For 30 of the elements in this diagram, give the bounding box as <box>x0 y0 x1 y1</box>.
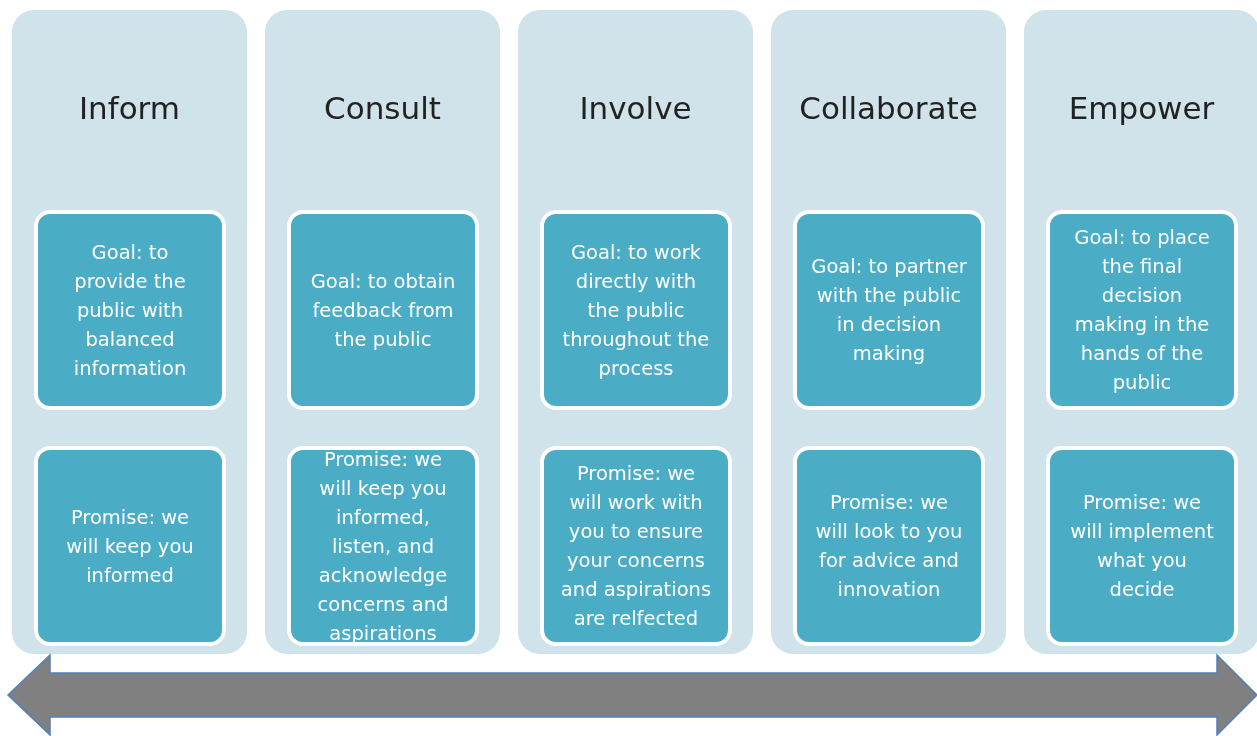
box-text: Promise: we will keep you informed, listen, and acknowledge concerns and aspirations <box>316 446 450 647</box>
column-panel <box>771 10 1006 654</box>
box-text: Goal: to work directly with the public throughout the process <box>561 239 711 382</box>
goal-box <box>287 210 479 410</box>
column-heading: Empower <box>1067 90 1216 126</box>
box-text: Promise: we will keep you informed <box>65 504 195 589</box>
column-heading: Inform <box>77 90 182 126</box>
goal-box <box>34 210 226 410</box>
column-panel <box>1024 10 1257 654</box>
goal-box <box>540 210 732 410</box>
box-text: Promise: we will work with you to ensure your concerns and aspirations are relfected <box>559 461 713 632</box>
promise-box <box>34 446 226 646</box>
column-panel <box>518 10 753 654</box>
column-heading: Collaborate <box>798 90 979 126</box>
goal-box <box>1046 210 1238 410</box>
column-panel <box>265 10 500 654</box>
promise-box <box>287 446 479 646</box>
box-text: Goal: to place the final decision making in the hands of the public <box>1073 225 1211 396</box>
promise-box <box>793 446 985 646</box>
promise-box <box>540 446 732 646</box>
box-text: Goal: to obtain feedback from the public <box>309 268 457 353</box>
column-heading: Involve <box>578 90 693 126</box>
goal-box <box>793 210 985 410</box>
promise-box <box>1046 446 1238 646</box>
column-heading: Consult <box>323 90 442 126</box>
box-text: Goal: to provide the public with balanced information <box>72 239 188 382</box>
box-text: Goal: to partner with the public in decision making <box>810 254 968 367</box>
column-panel <box>12 10 247 654</box>
box-text: Promise: we will implement what you decide <box>1069 490 1215 603</box>
box-text: Promise: we will look to you for advice and innovation <box>814 490 964 603</box>
